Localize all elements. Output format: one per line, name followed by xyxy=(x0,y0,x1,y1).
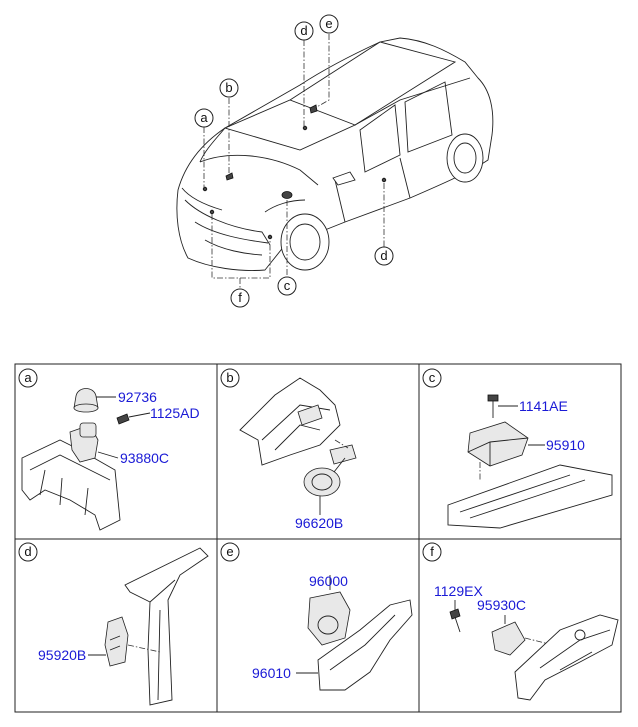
svg-text:d: d xyxy=(24,544,31,559)
panel-b: b 96620B xyxy=(220,368,357,531)
part-number-92736: 92736 xyxy=(118,389,157,405)
callout-leaders xyxy=(203,34,385,289)
part-number-95920B: 95920B xyxy=(38,647,86,663)
panel-d: d 95920B xyxy=(18,542,209,706)
callout-b: b xyxy=(219,78,239,98)
callout-f: f xyxy=(230,288,250,308)
callout-c: c xyxy=(277,276,297,296)
part-number-1129EX: 1129EX xyxy=(434,583,483,599)
panel-c: c 1141AE 95910 xyxy=(422,368,613,529)
svg-text:f: f xyxy=(238,290,242,305)
callout-d-door: d xyxy=(374,246,394,266)
svg-text:b: b xyxy=(225,80,232,95)
svg-text:f: f xyxy=(430,544,434,559)
svg-text:b: b xyxy=(226,370,233,385)
part-number-1141AE: 1141AE xyxy=(519,398,568,414)
part-number-96010: 96010 xyxy=(252,665,291,681)
part-number-93880C: 93880C xyxy=(120,450,169,466)
callout-a: a xyxy=(194,108,214,128)
detail-grid xyxy=(14,363,622,713)
part-number-95930C: 95930C xyxy=(477,597,526,613)
svg-text:a: a xyxy=(200,110,208,125)
panel-f: f 1129EX 95930C xyxy=(422,542,619,701)
part-number-95910: 95910 xyxy=(546,437,585,453)
callout-d-roof: d xyxy=(294,21,314,41)
svg-text:d: d xyxy=(380,248,387,263)
svg-text:e: e xyxy=(325,16,332,31)
svg-text:e: e xyxy=(226,544,233,559)
part-number-1125AD: 1125AD xyxy=(150,405,200,421)
svg-text:a: a xyxy=(24,370,32,385)
part-number-96620B: 96620B xyxy=(295,515,343,531)
car-illustration xyxy=(176,37,494,271)
callout-e: e xyxy=(319,14,339,34)
panel-a: a 92736 1125AD 93880C xyxy=(18,368,200,531)
svg-text:c: c xyxy=(429,370,436,385)
part-number-96000: 96000 xyxy=(309,573,348,589)
panel-e: e 96000 96010 xyxy=(220,542,413,691)
svg-text:c: c xyxy=(284,278,291,293)
svg-text:d: d xyxy=(300,23,307,38)
